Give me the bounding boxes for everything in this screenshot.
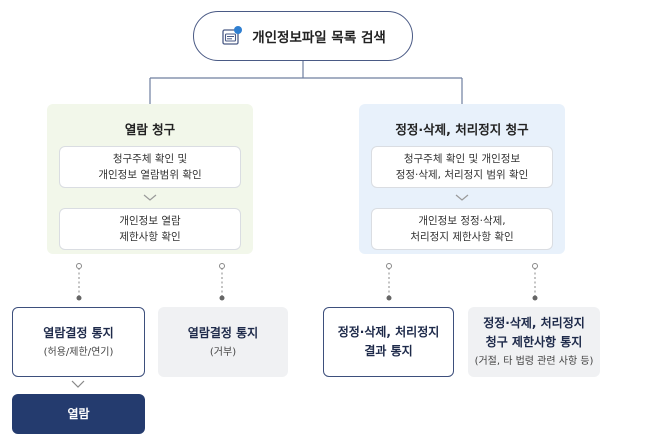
outcome-subtitle: (거부) bbox=[209, 346, 237, 358]
step-box: 개인정보 정정·삭제, 처리정지 제한사항 확인 bbox=[371, 208, 553, 250]
final-title: 열람 bbox=[67, 406, 90, 421]
step-text: 청구주체 확인 및 bbox=[112, 153, 188, 165]
correction-request-title: 정정·삭제, 처리정지 청구 bbox=[395, 122, 529, 137]
document-search-icon bbox=[222, 26, 243, 45]
step-text: 개인정보 열람범위 확인 bbox=[98, 169, 202, 181]
step-text: 개인정보 열람 bbox=[119, 215, 181, 227]
view-decision-notice-refused: 열람결정 통지 (거부) bbox=[158, 307, 288, 377]
view-decision-notice-allowed: 열람결정 통지 (허용/제한/연기) bbox=[12, 307, 145, 377]
connector-start-node bbox=[532, 263, 538, 269]
connector-start-node bbox=[219, 263, 225, 269]
view-request-title: 열람 청구 bbox=[124, 122, 176, 137]
connector-start-node bbox=[76, 263, 82, 269]
view-request-panel: 열람 청구 청구주체 확인 및 개인정보 열람범위 확인 개인정보 열람 제한사… bbox=[47, 104, 253, 254]
outcome-title: 정정·삭제, 처리정지 bbox=[337, 325, 440, 339]
step-box: 청구주체 확인 및 개인정보 열람범위 확인 bbox=[59, 146, 241, 188]
step-text: 처리정지 제한사항 확인 bbox=[410, 231, 514, 243]
step-text: 제한사항 확인 bbox=[119, 231, 181, 243]
chevron-down-icon bbox=[47, 188, 253, 208]
outcome-title: 열람결정 통지 bbox=[43, 325, 114, 340]
outcome-title: 열람결정 통지 bbox=[187, 325, 259, 340]
step-text: 개인정보 정정·삭제, bbox=[418, 215, 506, 227]
step-text: 정정·삭제, 처리정지 범위 확인 bbox=[395, 169, 529, 181]
step-text: 청구주체 확인 및 개인정보 bbox=[403, 153, 521, 165]
chevron-down-icon bbox=[359, 188, 565, 208]
outcome-title: 정정·삭제, 처리정지 bbox=[483, 316, 585, 330]
correction-restriction-notice: 정정·삭제, 처리정지 청구 제한사항 통지 (거절, 타 법령 관련 사항 등… bbox=[468, 307, 600, 377]
outcome-title: 청구 제한사항 통지 bbox=[485, 335, 583, 349]
correction-result-notice: 정정·삭제, 처리정지 결과 통지 bbox=[323, 307, 454, 377]
search-file-list-node: 개인정보파일 목록 검색 bbox=[193, 11, 413, 61]
connector-end-node bbox=[76, 295, 82, 301]
top-node-title: 개인정보파일 목록 검색 bbox=[252, 30, 386, 46]
outcome-title: 결과 통지 bbox=[364, 344, 413, 358]
correction-request-panel: 정정·삭제, 처리정지 청구 청구주체 확인 및 개인정보 정정·삭제, 처리정… bbox=[359, 104, 565, 254]
step-box: 청구주체 확인 및 개인정보 정정·삭제, 처리정지 범위 확인 bbox=[371, 146, 553, 188]
connector-end-node bbox=[219, 295, 225, 301]
outcome-subtitle: (거절, 타 법령 관련 사항 등) bbox=[474, 356, 594, 367]
view-final-node: 열람 bbox=[12, 394, 145, 434]
connector-start-node bbox=[386, 263, 392, 269]
connector-end-node bbox=[532, 295, 538, 301]
step-box: 개인정보 열람 제한사항 확인 bbox=[59, 208, 241, 250]
connector-end-node bbox=[386, 295, 392, 301]
outcome-subtitle: (허용/제한/연기) bbox=[43, 346, 114, 358]
chevron-down-icon bbox=[71, 380, 85, 388]
